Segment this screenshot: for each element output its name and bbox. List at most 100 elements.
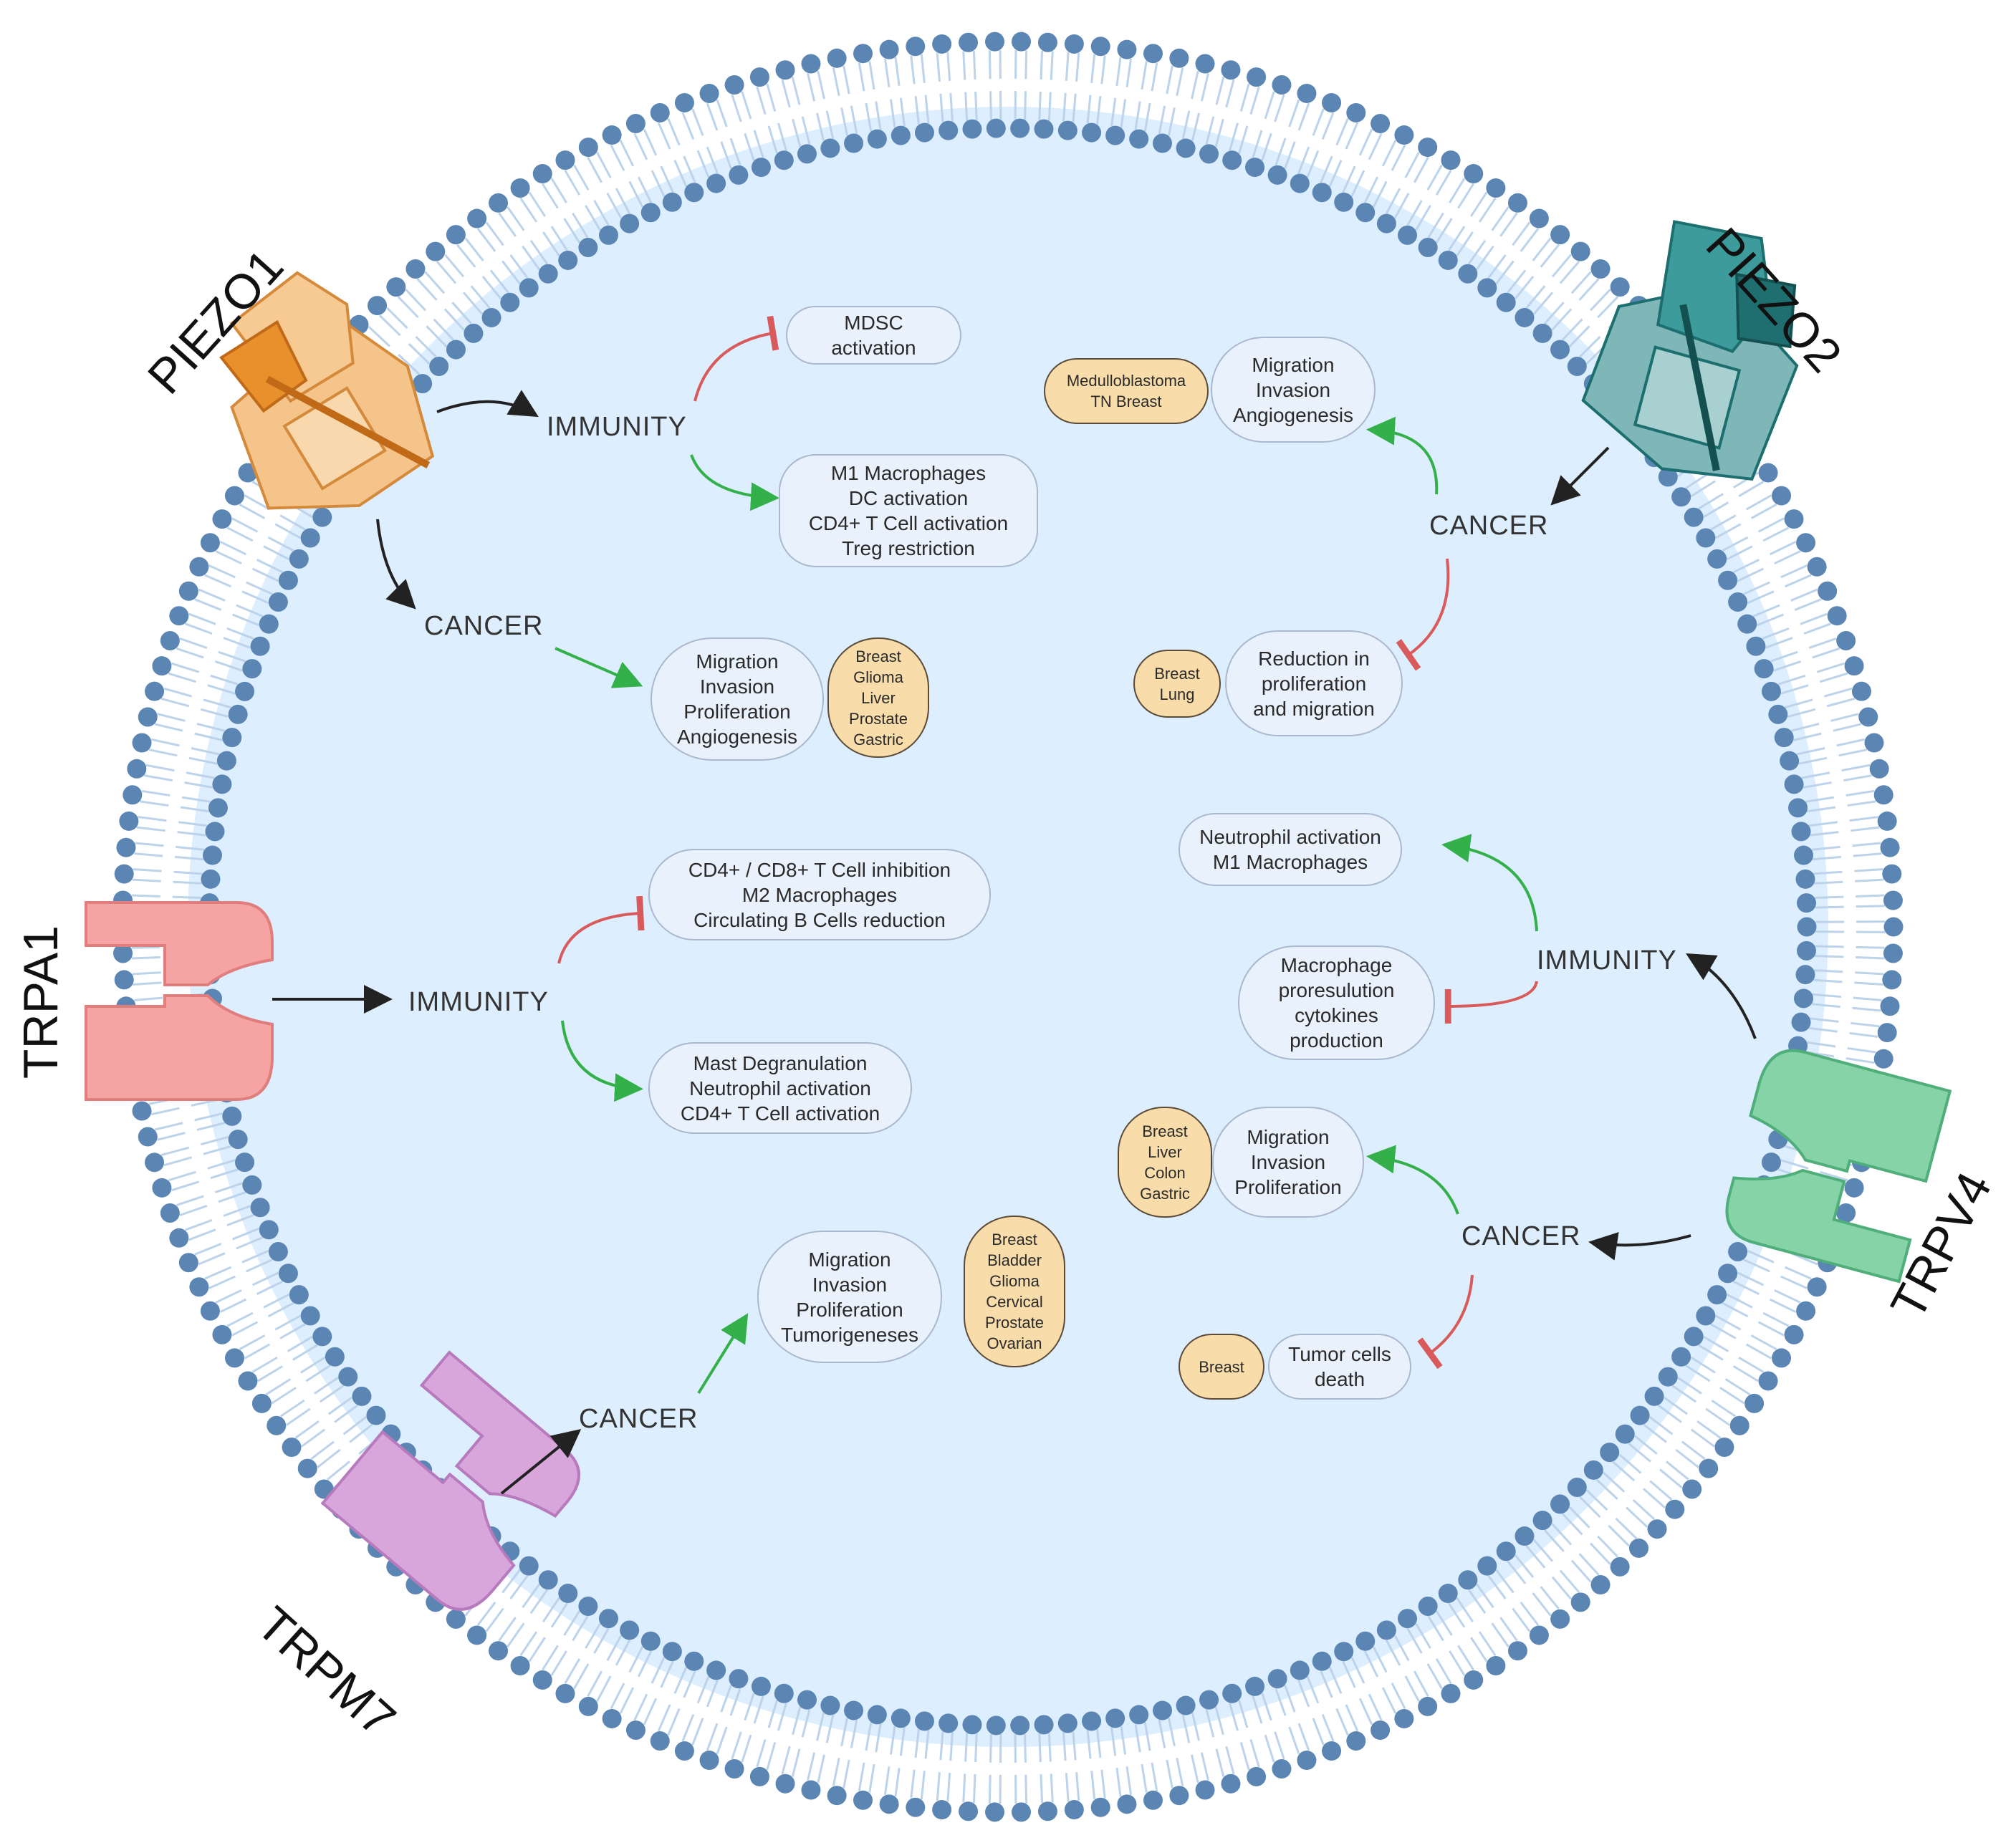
lipid-tail xyxy=(1824,687,1853,698)
lipid-tail xyxy=(1381,140,1397,167)
lipid-head xyxy=(1438,1584,1458,1604)
lipid-head xyxy=(558,1584,578,1604)
lipid-tail xyxy=(756,86,767,115)
lipid-tail xyxy=(1467,1589,1487,1614)
lipid-tail xyxy=(204,574,232,588)
lipid-tail xyxy=(637,1650,653,1678)
lipid-tail xyxy=(1205,116,1215,145)
lipid-head xyxy=(1784,1324,1804,1344)
lipid-tail xyxy=(334,1404,359,1423)
lipid-tail xyxy=(1456,1597,1474,1622)
lipid-tail xyxy=(868,1763,875,1793)
lipid-tail xyxy=(706,1680,719,1708)
lipid-tail xyxy=(1200,73,1209,102)
lipid-tail xyxy=(528,1637,546,1662)
lipid-tail xyxy=(203,1145,231,1155)
trpm7-cancer-hub: CANCER xyxy=(579,1404,699,1434)
lipid-tail xyxy=(239,504,266,519)
lipid-tail xyxy=(974,1733,978,1763)
lipid-tail xyxy=(1671,1385,1697,1403)
lipid-tail xyxy=(1561,1513,1583,1536)
lipid-tail xyxy=(1284,1685,1296,1713)
lipid-head xyxy=(538,1570,558,1590)
lipid-head xyxy=(1322,1741,1342,1761)
lipid-head xyxy=(724,74,744,95)
lipid-head xyxy=(222,728,242,748)
effect-line: Migration xyxy=(808,1248,891,1271)
lipid-tail xyxy=(1191,1754,1199,1784)
lipid-head xyxy=(1647,1519,1667,1539)
effect-line: Circulating B Cells reduction xyxy=(693,908,946,931)
lipid-tail xyxy=(1363,176,1379,203)
arrow-trpv4-cancer xyxy=(1588,1232,1691,1261)
lipid-head xyxy=(1882,970,1902,990)
lipid-tail xyxy=(1738,1356,1765,1373)
lipid-head xyxy=(205,822,225,842)
lipid-tail xyxy=(489,269,509,294)
lipid-tail xyxy=(207,1159,236,1170)
lipid-tail xyxy=(470,285,491,309)
lipid-head xyxy=(1570,241,1590,261)
lipid-head xyxy=(366,1405,386,1425)
lipid-head xyxy=(1486,1656,1506,1676)
lipid-tail xyxy=(1406,1627,1423,1654)
lipid-head xyxy=(820,138,840,158)
lipid-tail xyxy=(1470,191,1488,217)
lipid-head xyxy=(625,114,645,134)
piezo1-cancer-hub: CANCER xyxy=(424,611,544,641)
lipid-tail xyxy=(163,687,192,698)
lipid-tail xyxy=(858,62,865,92)
lipid-tail xyxy=(451,302,473,324)
lipid-head xyxy=(1794,988,1814,1009)
lipid-tail xyxy=(1579,1496,1601,1519)
lipid-tail xyxy=(1312,108,1325,136)
lipid-head xyxy=(1090,37,1110,57)
lipid-head xyxy=(160,1203,180,1223)
effect-line: Migration xyxy=(1247,1126,1330,1148)
lipid-tail xyxy=(1853,996,1882,1001)
lipid-head xyxy=(212,774,232,794)
lipid-tail xyxy=(1589,1542,1611,1565)
lipid-tail xyxy=(660,165,674,193)
lipid-tail xyxy=(210,1168,239,1180)
lipid-head xyxy=(706,1660,726,1680)
lipid-tail xyxy=(507,206,525,231)
effect-line: Angiogenesis xyxy=(676,726,798,748)
lipid-tail xyxy=(673,160,688,187)
activate-trpv4-cancer xyxy=(1366,1145,1459,1215)
lipid-tail xyxy=(397,296,419,319)
lipid-tail xyxy=(1050,1774,1054,1803)
lipid-head xyxy=(1880,996,1900,1016)
lipid-tail xyxy=(349,1423,373,1443)
piezo1-immune-activation-box: M1 Macrophages DC activation CD4+ T Cell… xyxy=(779,454,1038,567)
lipid-tail xyxy=(1229,1703,1239,1731)
lipid-tail xyxy=(1807,1041,1836,1048)
lipid-head xyxy=(1877,811,1897,831)
lipid-tail xyxy=(731,1731,742,1760)
lipid-head xyxy=(959,1801,979,1821)
lipid-head xyxy=(820,1695,840,1715)
lipid-tail xyxy=(135,842,164,847)
trpa1-channel xyxy=(85,901,274,1101)
lipid-head xyxy=(985,1802,1005,1822)
trpv4-cancer-effects-box: Migration Invasion Proliferation xyxy=(1212,1107,1364,1218)
lipid-head xyxy=(242,1175,262,1195)
lipid-tail xyxy=(246,581,273,595)
lipid-tail xyxy=(964,1733,969,1762)
lipid-head xyxy=(1394,125,1414,145)
arrow-trpm7-cancer xyxy=(500,1428,582,1495)
lipid-tail xyxy=(1249,1739,1260,1768)
lipid-tail xyxy=(1815,945,1844,948)
lipid-tail xyxy=(231,1321,259,1337)
lipid-head xyxy=(1797,940,1817,961)
lipid-tail xyxy=(405,289,427,312)
piezo1-inner xyxy=(282,386,387,491)
lipid-tail xyxy=(317,1448,341,1468)
lipid-tail xyxy=(1514,276,1535,300)
lipid-tail xyxy=(1507,1560,1527,1584)
lipid-tail xyxy=(509,254,529,279)
lipid-tail xyxy=(696,1676,710,1704)
lipid-head xyxy=(160,631,180,651)
effect-line: CD4+ / CD8+ T Cell inhibition xyxy=(688,858,951,881)
lipid-tail xyxy=(949,92,954,122)
